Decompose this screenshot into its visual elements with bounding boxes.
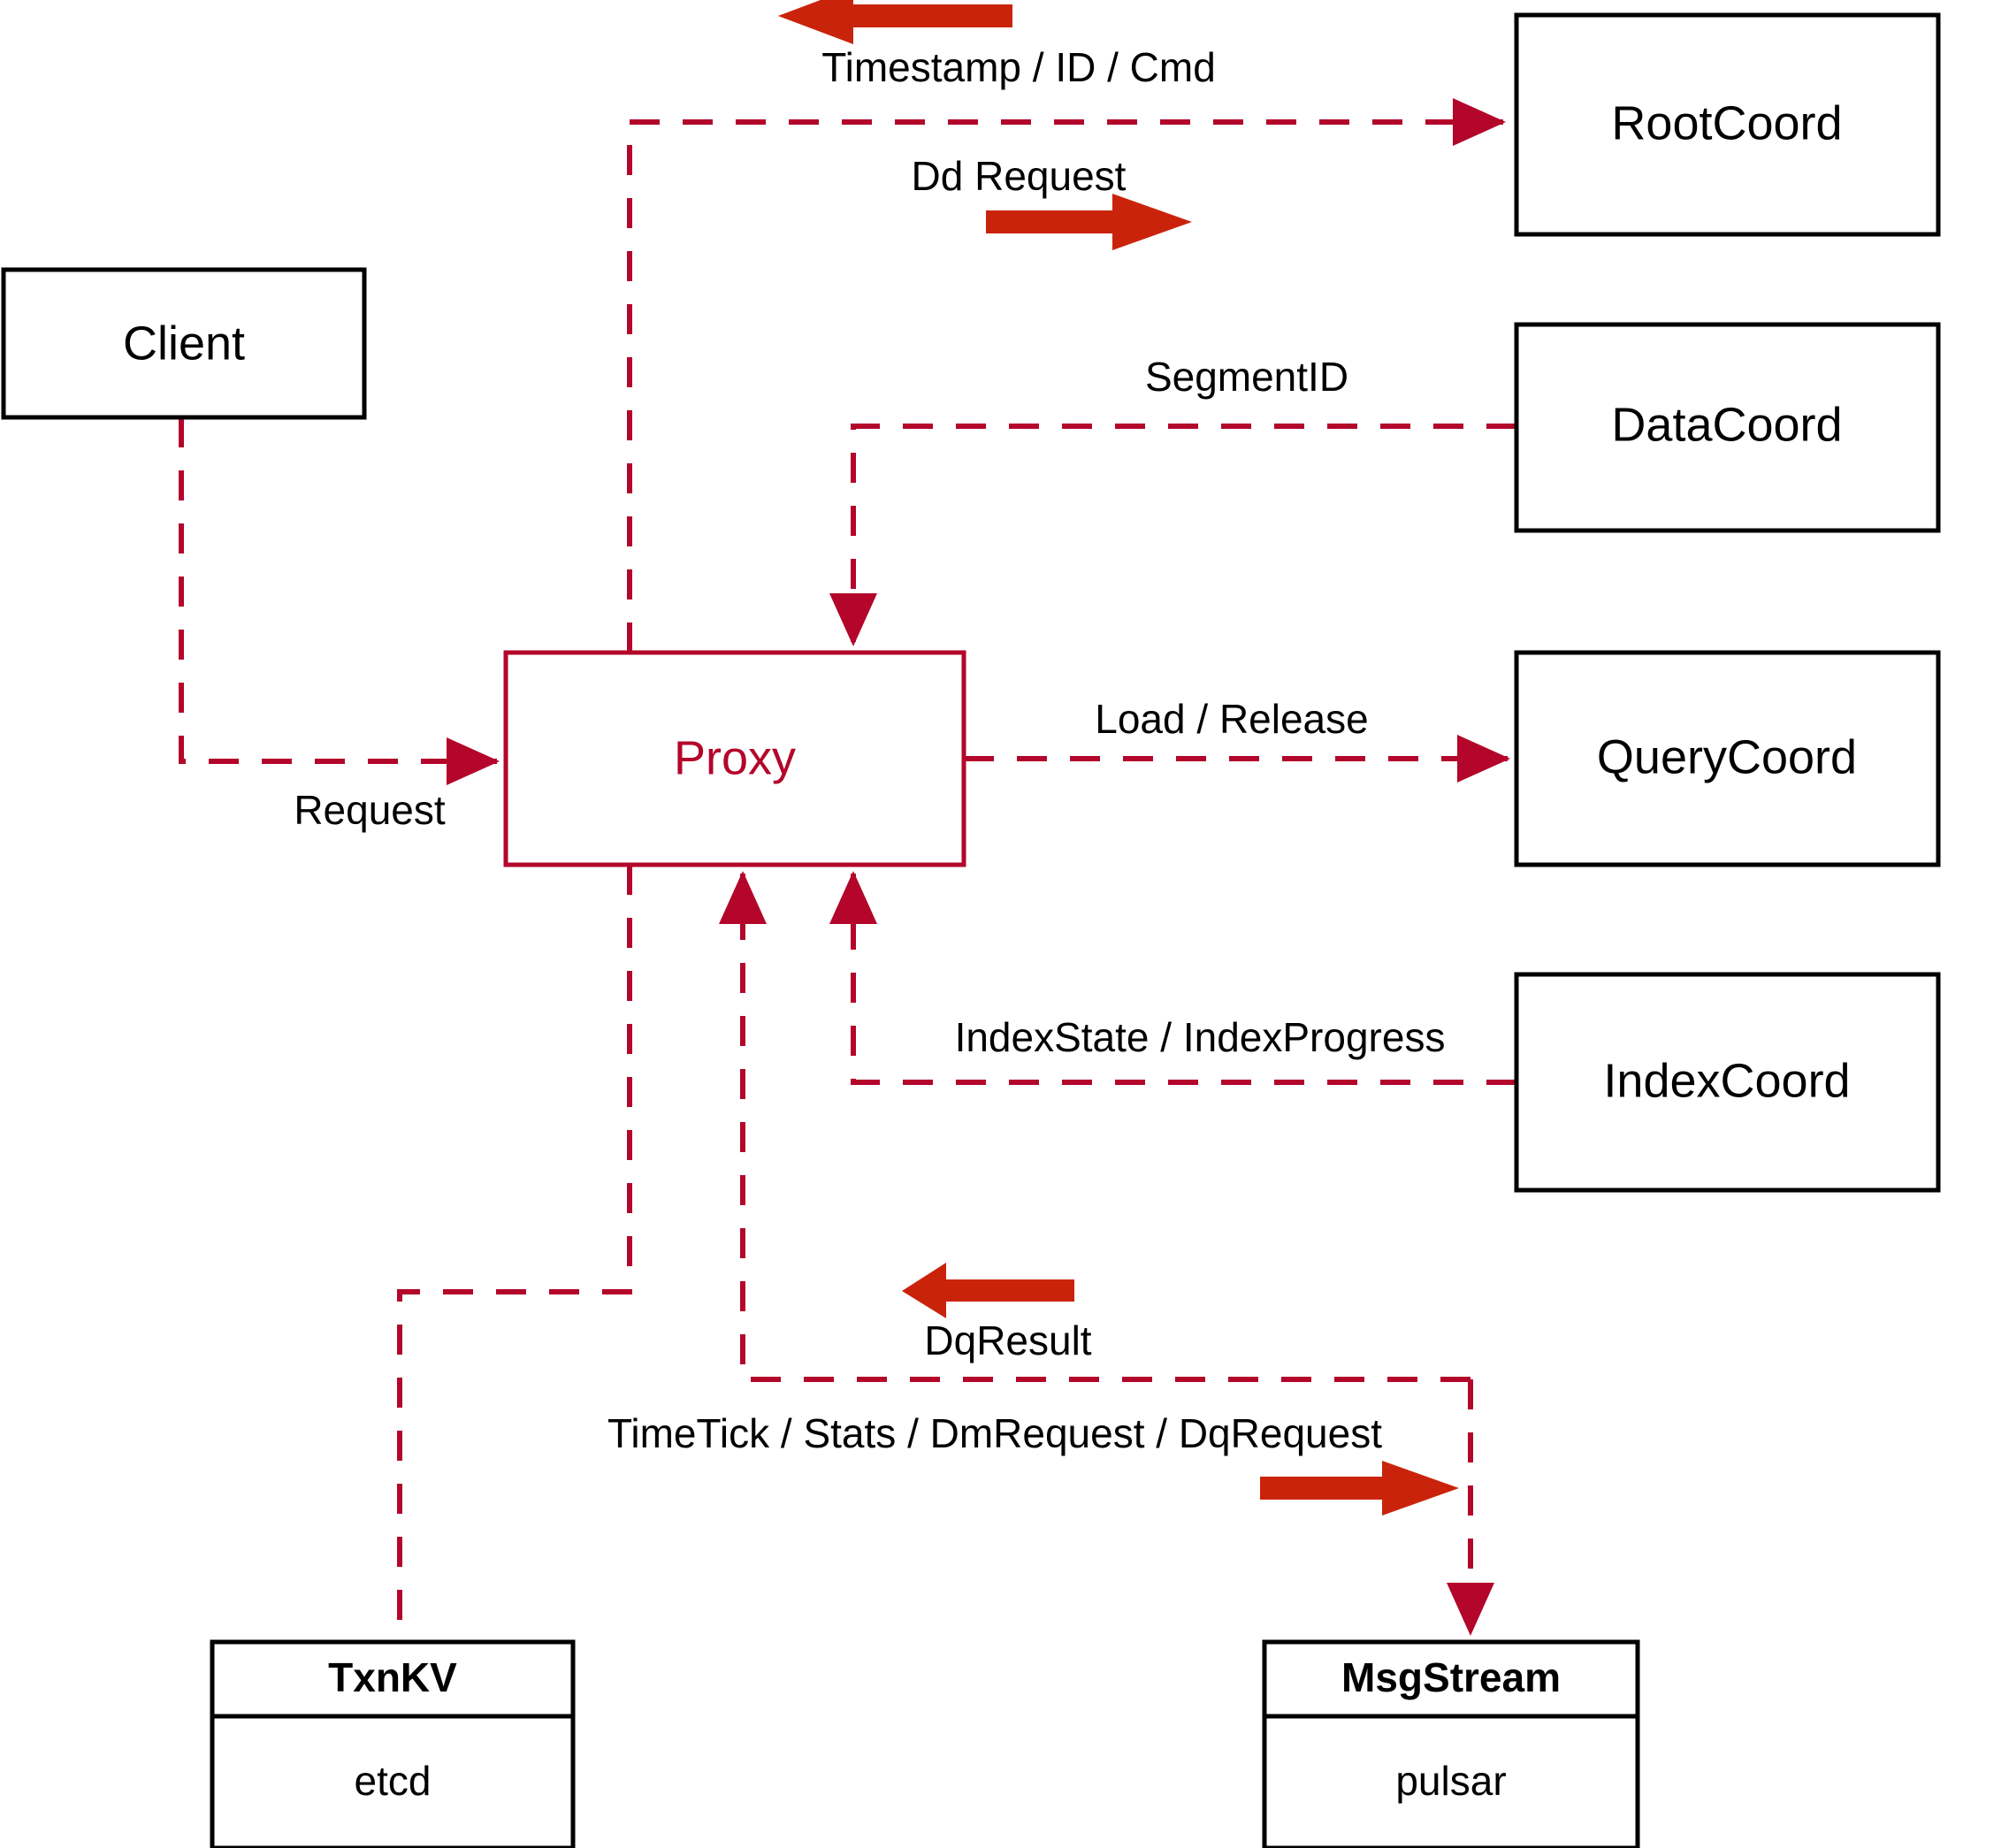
node-index-coord[interactable]: IndexCoord xyxy=(1514,972,1941,1193)
txnkv-impl: etcd xyxy=(355,1758,432,1804)
msgstream-title: MsgStream xyxy=(1341,1654,1561,1700)
edge-label-timetick-stats-dm-dq: TimeTick / Stats / DmRequest / DqRequest xyxy=(607,1410,1382,1456)
node-msgstream[interactable]: MsgStream pulsar xyxy=(1262,1639,1640,1848)
node-client[interactable]: Client xyxy=(1,267,367,420)
client-label: Client xyxy=(123,317,245,370)
direction-arrow-timestamp-left xyxy=(778,0,1012,44)
txnkv-title: TxnKV xyxy=(328,1654,457,1700)
edge-label-timestamp-id-cmd: Timestamp / ID / Cmd xyxy=(821,44,1216,90)
query-coord-label: QueryCoord xyxy=(1597,730,1857,783)
edge-path-client-request xyxy=(179,417,500,785)
root-coord-box[interactable] xyxy=(1514,12,1941,237)
proxy-label: Proxy xyxy=(674,731,796,784)
edge-path-index-coord xyxy=(829,871,1516,1085)
query-coord-box[interactable] xyxy=(1514,650,1941,867)
index-coord-label: IndexCoord xyxy=(1603,1054,1850,1107)
edge-label-dd-request: Dd Request xyxy=(912,153,1127,199)
edge-label-request: Request xyxy=(294,787,446,833)
direction-arrow-dd-request-right xyxy=(986,194,1192,250)
data-coord-box[interactable] xyxy=(1514,322,1941,533)
edge-label-segment-id: SegmentID xyxy=(1145,354,1348,400)
index-coord-box[interactable] xyxy=(1514,972,1941,1193)
edge-path-root-coord xyxy=(627,98,1506,653)
node-proxy[interactable]: Proxy xyxy=(503,650,966,867)
direction-arrow-dqresult-left xyxy=(902,1263,1074,1318)
client-box[interactable] xyxy=(1,267,367,420)
edge-path-txnkv xyxy=(397,865,632,1642)
node-root-coord[interactable]: RootCoord xyxy=(1514,12,1941,237)
data-coord-label: DataCoord xyxy=(1611,398,1842,451)
node-query-coord[interactable]: QueryCoord xyxy=(1514,650,1941,867)
node-txnkv[interactable]: TxnKV etcd xyxy=(210,1639,576,1848)
edge-label-load-release: Load / Release xyxy=(1095,696,1368,742)
txnkv-box[interactable] xyxy=(210,1639,576,1848)
edge-label-dq-result: DqResult xyxy=(924,1317,1091,1363)
node-data-coord[interactable]: DataCoord xyxy=(1514,322,1941,533)
root-coord-label: RootCoord xyxy=(1611,96,1842,149)
msgstream-box[interactable] xyxy=(1262,1639,1640,1848)
proxy-box[interactable] xyxy=(503,650,966,867)
direction-arrow-timetick-right xyxy=(1260,1461,1459,1516)
edge-path-data-coord xyxy=(829,424,1516,646)
edge-label-index-state-progress: IndexState / IndexProgress xyxy=(955,1014,1446,1060)
msgstream-impl: pulsar xyxy=(1395,1758,1506,1804)
edge-path-msgstream-to-proxy xyxy=(719,871,1470,1382)
